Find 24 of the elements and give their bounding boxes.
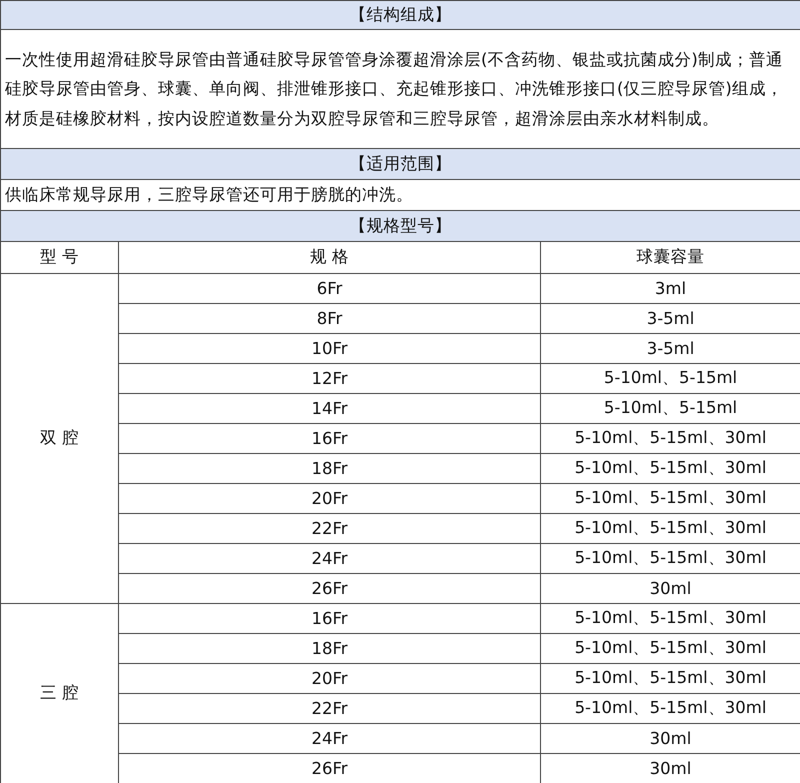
spec-cell: 22Fr: [118, 513, 540, 543]
section-heading: 【结构组成】: [0, 0, 800, 30]
column-header: 规 格: [118, 241, 540, 273]
spec-cell: 16Fr: [118, 603, 540, 633]
spec-cell: 14Fr: [118, 393, 540, 423]
spec-cell: 24Fr: [118, 723, 540, 753]
spec-cell: 6Fr: [118, 273, 540, 303]
spec-cell: 10Fr: [118, 333, 540, 363]
spec-cell: 16Fr: [118, 423, 540, 453]
spec-cell: 18Fr: [118, 633, 540, 663]
section-heading: 【规格型号】: [0, 210, 800, 241]
column-header: 型 号: [0, 241, 118, 273]
spec-cell: 24Fr: [118, 543, 540, 573]
type-cell: 双 腔: [0, 273, 118, 603]
description-text: 供临床常规导尿用，三腔导尿管还可用于膀胱的冲洗。: [0, 180, 800, 210]
type-cell: 三 腔: [0, 603, 118, 783]
spec-cell: 26Fr: [118, 573, 540, 603]
spec-cell: 18Fr: [118, 453, 540, 483]
spec-cell: 8Fr: [118, 303, 540, 333]
spec-cell: 22Fr: [118, 693, 540, 723]
spec-cell: 20Fr: [118, 663, 540, 693]
spec-cell: 20Fr: [118, 483, 540, 513]
spec-cell: 12Fr: [118, 363, 540, 393]
section-heading: 【适用范围】: [0, 148, 800, 180]
